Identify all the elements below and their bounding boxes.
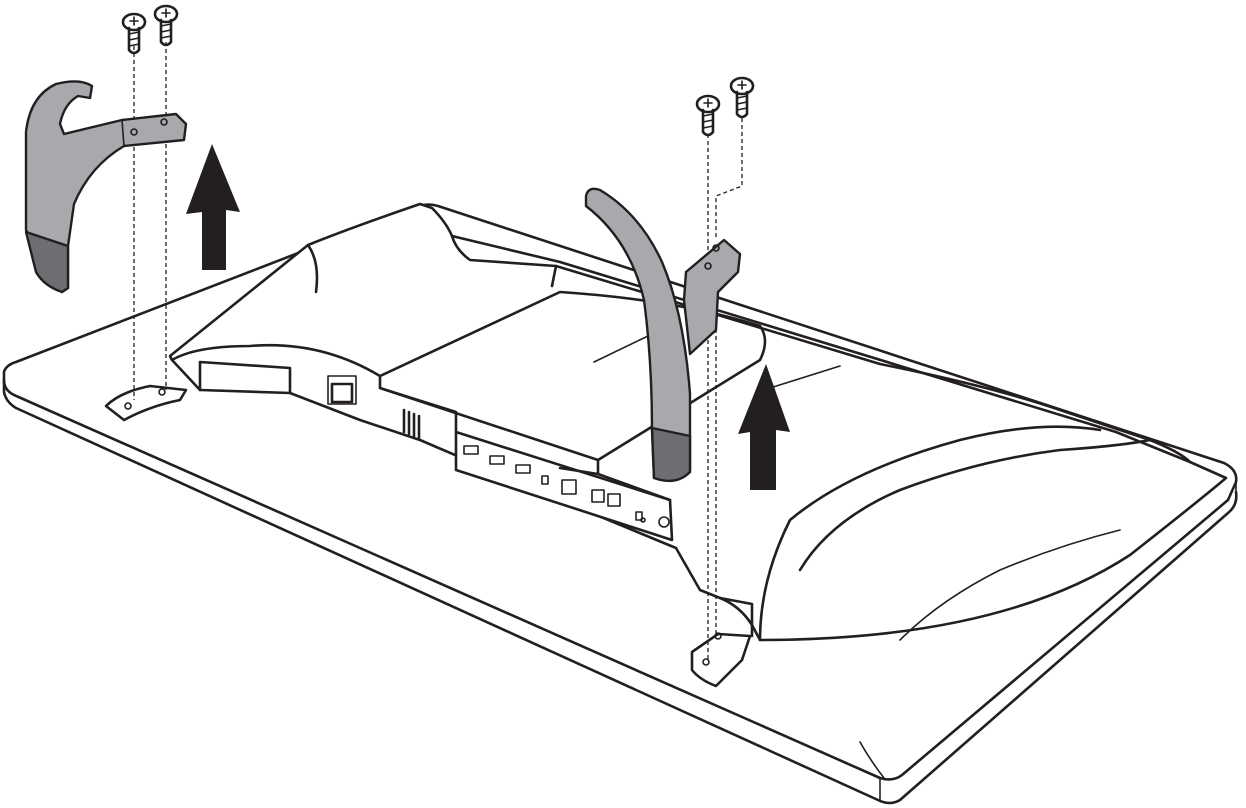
power-port-icon (330, 382, 354, 404)
displayport-icon (515, 464, 531, 474)
panel-front-edge (2, 378, 1238, 805)
usb-c-port-icon (635, 511, 643, 521)
housing-body (168, 202, 1228, 642)
vent-slots (402, 408, 421, 440)
hdmi-port-icon (463, 445, 479, 455)
ethernet-port-icon (561, 479, 577, 495)
usb-port-icon (607, 493, 621, 507)
io-port-panel (327, 375, 674, 542)
audio-jack-icon (658, 516, 670, 528)
left-mount-pad (104, 384, 188, 422)
screw-icon (695, 94, 721, 137)
right-mount-pad (690, 596, 754, 688)
screw-icon (153, 4, 179, 47)
right-stand (584, 187, 742, 483)
left-stand (24, 80, 188, 294)
usb-c-port-icon (541, 475, 549, 485)
rear-housing (168, 202, 1228, 642)
center-cover (378, 290, 767, 462)
screw-icon (729, 76, 755, 119)
hdmi-port-icon (489, 455, 505, 465)
screw-icon (121, 12, 147, 55)
usb-port-icon (591, 489, 605, 503)
up-arrow-icon (186, 144, 240, 270)
up-arrow-icon (738, 364, 790, 490)
